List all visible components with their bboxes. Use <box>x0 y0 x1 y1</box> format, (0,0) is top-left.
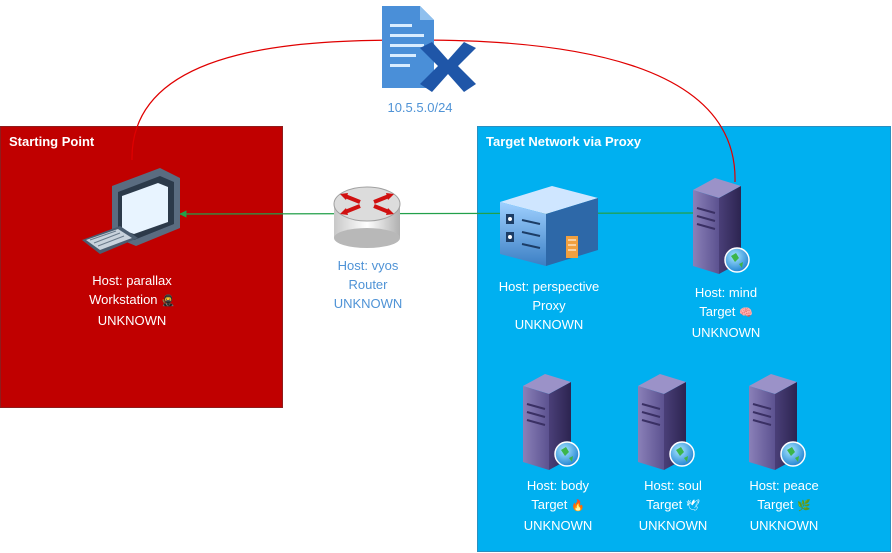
workstation-icon <box>82 168 180 254</box>
host-name: Host: mind <box>694 285 758 300</box>
host-role: Target 🔥 <box>531 497 585 512</box>
host-role: Target 🕊 <box>646 497 700 512</box>
host-role: Workstation 🥷 <box>89 292 175 307</box>
router-icon <box>333 186 401 248</box>
host-label-perspective: Host: perspective Proxy UNKNOWN <box>499 277 599 334</box>
brain-icon: 🧠 <box>739 307 753 319</box>
server-icon-body <box>523 374 580 470</box>
herb-icon: 🌿 <box>797 500 811 512</box>
host-status: UNKNOWN <box>638 518 708 533</box>
host-status: UNKNOWN <box>523 518 593 533</box>
proxy-server-icon <box>500 186 598 266</box>
starting-point-title: Starting Point <box>9 134 95 149</box>
target-network-title: Target Network via Proxy <box>486 134 642 149</box>
host-label-peace: Host: peace Target 🌿 UNKNOWN <box>749 476 818 535</box>
host-label-soul: Host: soul Target 🕊 UNKNOWN <box>639 476 708 535</box>
ninja-icon: 🥷 <box>161 295 175 307</box>
host-name: Host: body <box>526 478 590 493</box>
starting-point-zone: Starting Point <box>0 126 283 408</box>
host-name: Host: parallax <box>92 273 172 288</box>
subnet-label: 10.5.5.0/24 <box>387 100 453 115</box>
host-status: UNKNOWN <box>691 325 761 340</box>
route-line <box>179 210 698 218</box>
host-role: Proxy <box>532 298 566 313</box>
subnet-document-icon <box>382 6 476 92</box>
server-icon-peace <box>749 374 806 470</box>
server-icon-soul <box>638 374 695 470</box>
host-name: Host: vyos <box>337 258 399 273</box>
host-label-parallax: Host: parallax Workstation 🥷 UNKNOWN <box>89 271 175 330</box>
host-role: Target 🧠 <box>699 304 753 319</box>
host-name: Host: soul <box>644 478 702 493</box>
host-name: Host: perspective <box>498 279 600 294</box>
host-status: UNKNOWN <box>514 317 584 332</box>
host-status: UNKNOWN <box>749 518 819 533</box>
host-status: UNKNOWN <box>333 296 403 311</box>
host-role: Target 🌿 <box>757 497 811 512</box>
host-label-mind: Host: mind Target 🧠 UNKNOWN <box>692 283 761 342</box>
fire-icon: 🔥 <box>571 500 585 512</box>
host-label-vyos: Host: vyos Router UNKNOWN <box>334 256 403 313</box>
host-status: UNKNOWN <box>97 313 167 328</box>
host-role: Router <box>348 277 388 292</box>
host-name: Host: peace <box>749 478 819 493</box>
dove-icon: 🕊 <box>685 500 700 512</box>
server-icon-mind <box>693 178 750 274</box>
host-label-body: Host: body Target 🔥 UNKNOWN <box>524 476 593 535</box>
